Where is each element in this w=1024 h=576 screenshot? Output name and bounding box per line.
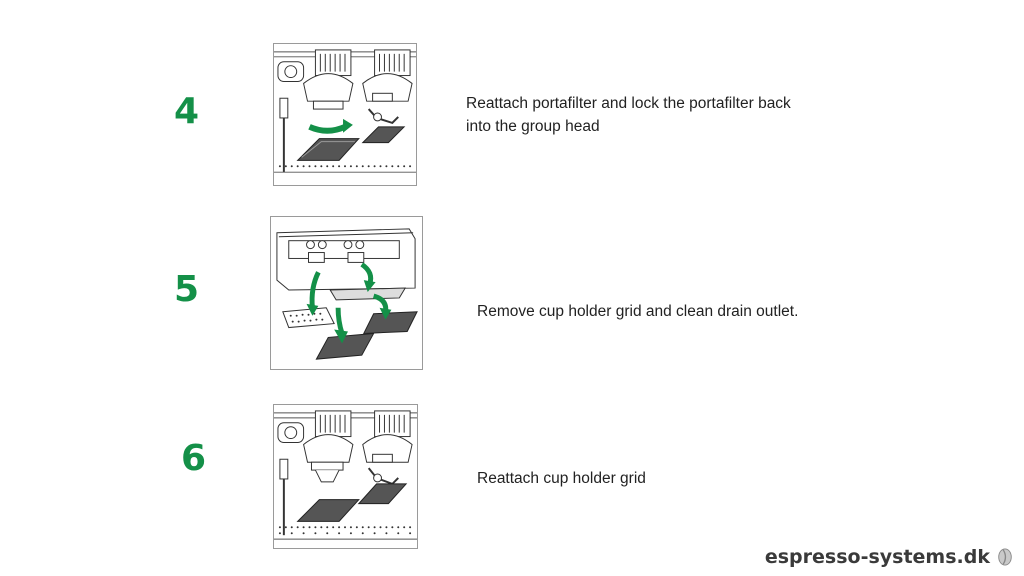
step-number-6: 6 bbox=[181, 438, 207, 479]
espresso-machine-portafilter-illustration bbox=[274, 49, 416, 173]
step-6-caption: Reattach cup holder grid bbox=[477, 470, 646, 487]
espresso-machine-grid-removal-illustration bbox=[276, 228, 418, 360]
step-number-5: 5 bbox=[174, 269, 200, 310]
step-5-caption: Remove cup holder grid and clean drain o… bbox=[477, 303, 799, 320]
step-number-4: 4 bbox=[174, 91, 200, 132]
espresso-machine-grid-reattached-illustration bbox=[274, 410, 417, 540]
step-4-caption: Reattach portafilter and lock the portaf… bbox=[466, 95, 791, 135]
step-4-illustration bbox=[273, 43, 417, 186]
brand-name: espresso-systems.dk bbox=[764, 546, 990, 568]
brand-logo: espresso-systems.dk bbox=[765, 546, 1014, 568]
step-6-illustration bbox=[273, 404, 418, 549]
step-5-illustration bbox=[270, 216, 423, 370]
coffee-bean-icon bbox=[998, 548, 1012, 566]
